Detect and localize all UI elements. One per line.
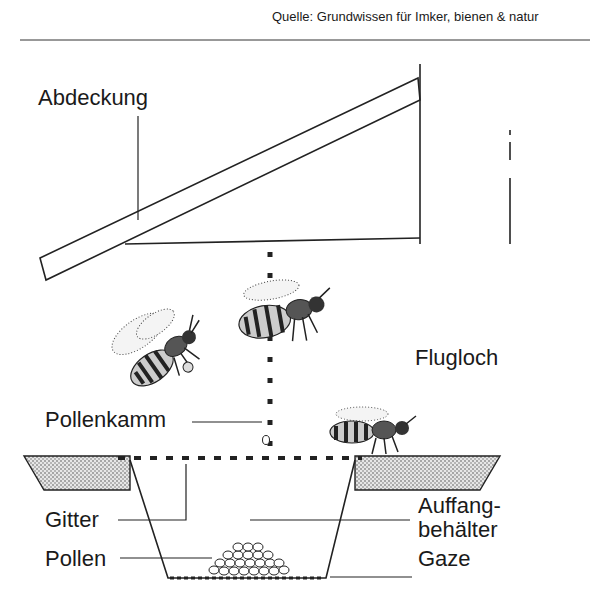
part-label: Flugloch bbox=[415, 346, 498, 370]
header-rule bbox=[20, 40, 590, 41]
source-note: Quelle: Grundwissen für Imker, bienen & … bbox=[272, 10, 539, 24]
bee-center bbox=[232, 271, 338, 352]
bee-left bbox=[104, 289, 221, 402]
pollen-pellet bbox=[263, 436, 270, 445]
gauze bbox=[170, 577, 324, 580]
bee-entrance bbox=[330, 407, 416, 454]
part-label: Pollenkamm bbox=[45, 408, 166, 432]
part-label: Pollen bbox=[45, 547, 106, 571]
part-label: Gaze bbox=[418, 547, 471, 571]
hive-floor bbox=[24, 456, 500, 490]
grid bbox=[118, 456, 362, 460]
leader-lines bbox=[118, 422, 412, 577]
part-label: Auffang- behälter bbox=[418, 494, 501, 542]
part-label: Gitter bbox=[45, 508, 99, 532]
pollen-pile bbox=[209, 543, 289, 575]
leader-line bbox=[137, 116, 138, 220]
part-label: Abdeckung bbox=[38, 86, 148, 110]
collection-container bbox=[130, 460, 355, 578]
